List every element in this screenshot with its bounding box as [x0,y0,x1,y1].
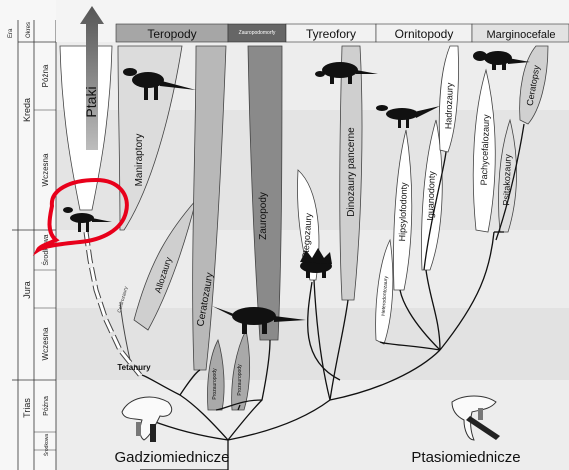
epoch-jura-early: Wczesna [41,327,50,360]
epoch-trias-late: Późna [43,396,50,416]
clade-prozauropody-1: Prozauropody [212,368,218,400]
footer-gadziomiednicze: Gadziomiednicze [114,449,229,466]
clade-prozauropody-2: Prozauropody [237,364,243,396]
timeline-column: Era Okres Kreda Jura Trias Późna Wczesna… [0,0,56,470]
period-jura: Jura [22,281,32,299]
clade-tetanury: Tetanury [117,363,151,372]
header-tyreofory: Tyreofory [306,27,356,41]
clade-ptaki: Ptaki [83,86,99,117]
header-teropody: Teropody [147,27,196,41]
clade-dinozaury-pancerne: Dinozaury pancerne [346,127,357,217]
header-marginocefale: Marginocefale [486,29,555,41]
era-header: Era [8,28,14,38]
footer-ptasiomiednicze: Ptasiomiednicze [411,449,520,466]
clade-maniraptory: Maniraptory [134,134,145,187]
epoch-kreda-late: Późna [41,64,50,87]
clade-zauropody: Zauropody [258,192,269,240]
period-trias: Trias [22,398,32,418]
epoch-kreda-early: Wczesna [41,153,50,186]
epoch-trias-middle: Środkowa [42,434,50,456]
period-header: Okres [26,22,32,38]
clade-iguanodonty: Iguanodonty [425,170,437,220]
clade-hipsylofodonty: Hipsylofodonty [397,182,409,242]
header-zauropodomorfy: Zauropodomorfy [239,30,276,36]
clade-hadrozaury: Hadrozaury [443,82,455,129]
header-ornitopody: Ornitopody [395,27,454,41]
clade-psitakozaury: Psitakozaury [501,153,513,205]
group-header-row: Teropody Zauropodomorfy Tyreofory Ornito… [56,20,569,42]
period-kreda: Kreda [22,98,32,122]
